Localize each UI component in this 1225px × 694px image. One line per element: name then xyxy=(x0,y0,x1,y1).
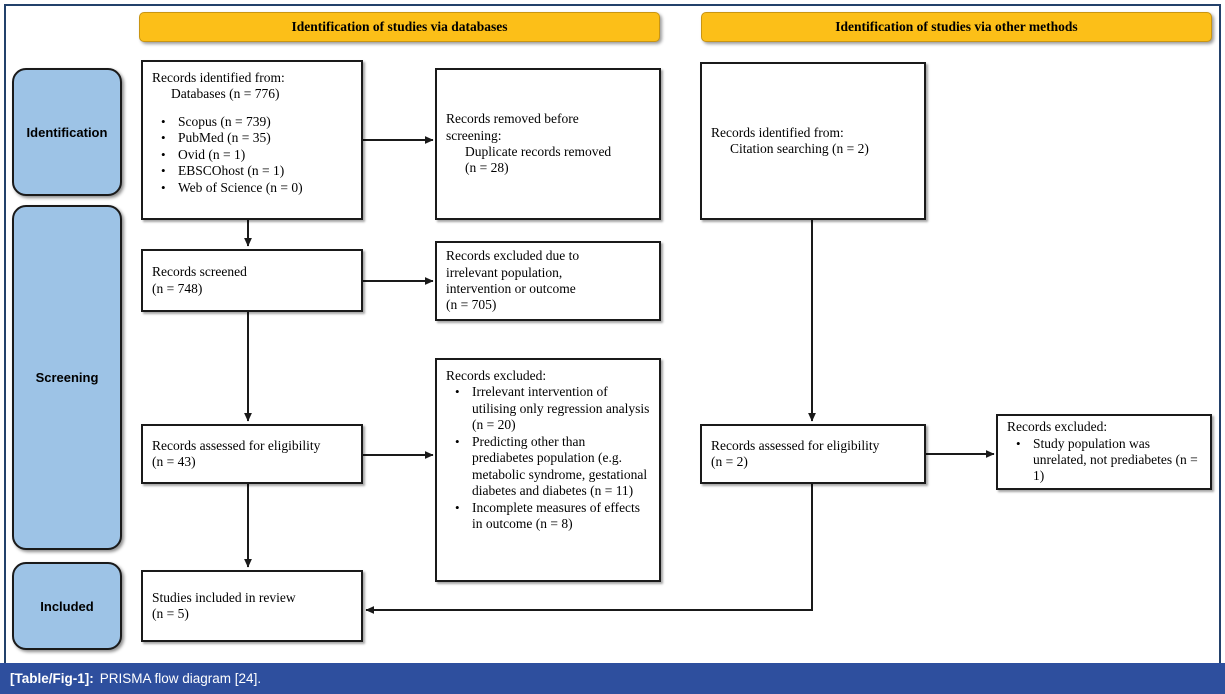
list-item: Study population was unrelated, not pred… xyxy=(1007,436,1201,485)
figure-caption: [Table/Fig-1]: PRISMA flow diagram [24]. xyxy=(0,663,1225,694)
duplicate-records-count: (n = 28) xyxy=(465,160,509,176)
box-studies-included-in-review: Studies included in review (n = 5) xyxy=(141,570,363,642)
eligibility-other-count: (n = 2) xyxy=(711,454,748,469)
eligibility-db-count: (n = 43) xyxy=(152,454,196,469)
records-identified-heading: Records identified from: xyxy=(152,70,285,85)
banner-identification-databases: Identification of studies via databases xyxy=(139,12,660,42)
caption-label: [Table/Fig-1]: xyxy=(10,671,94,686)
caption-text: PRISMA flow diagram [24]. xyxy=(99,671,262,686)
eligibility-db-label: Records assessed for eligibility xyxy=(152,437,321,453)
box-records-assessed-eligibility-databases: Records assessed for eligibility (n = 43… xyxy=(141,424,363,484)
box-records-identified-databases: Records identified from: Databases (n = … xyxy=(141,60,363,220)
removed-line-1: Records removed before xyxy=(446,111,579,127)
excluded-eligibility-reason-list: Irrelevant intervention of utilising onl… xyxy=(446,384,650,532)
list-item: Web of Science (n = 0) xyxy=(152,180,352,196)
box-records-screened: Records screened (n = 748) xyxy=(141,249,363,312)
excluded-screening-line-2: irrelevant population, xyxy=(446,264,563,280)
box-records-excluded-screening: Records excluded due to irrelevant popul… xyxy=(435,241,661,321)
box-records-identified-other-methods: Records identified from: Citation search… xyxy=(700,62,926,220)
excluded-screening-line-3: intervention or outcome xyxy=(446,281,576,296)
studies-included-count: (n = 5) xyxy=(152,606,189,621)
list-item: Ovid (n = 1) xyxy=(152,147,352,163)
list-item: Irrelevant intervention of utilising onl… xyxy=(446,384,650,433)
identified-other-heading: Records identified from: xyxy=(711,124,844,140)
removed-line-2: screening: xyxy=(446,127,502,143)
box-records-assessed-eligibility-other: Records assessed for eligibility (n = 2) xyxy=(700,424,926,484)
box-records-excluded-other: Records excluded: Study population was u… xyxy=(996,414,1212,490)
records-identified-databases-count: Databases (n = 776) xyxy=(171,86,280,102)
eligibility-other-label: Records assessed for eligibility xyxy=(711,437,880,453)
list-item: Predicting other than prediabetes popula… xyxy=(446,434,650,500)
records-screened-count: (n = 748) xyxy=(152,280,203,296)
records-screened-label: Records screened xyxy=(152,264,247,280)
stage-label-included: Included xyxy=(12,562,122,650)
list-item: Incomplete measures of effects in outcom… xyxy=(446,500,650,533)
list-item: EBSCOhost (n = 1) xyxy=(152,163,352,179)
excluded-other-reason-list: Study population was unrelated, not pred… xyxy=(1007,436,1201,485)
citation-searching-count: Citation searching (n = 2) xyxy=(730,141,869,156)
excluded-screening-count: (n = 705) xyxy=(446,297,497,313)
banner-identification-other-methods: Identification of studies via other meth… xyxy=(701,12,1212,42)
excluded-eligibility-heading: Records excluded: xyxy=(446,368,547,383)
stage-label-screening: Screening xyxy=(12,205,122,550)
duplicate-records-removed: Duplicate records removed xyxy=(465,144,612,159)
stage-label-identification: Identification xyxy=(12,68,122,196)
database-source-list: Scopus (n = 739) PubMed (n = 35) Ovid (n… xyxy=(152,114,352,196)
excluded-screening-line-1: Records excluded due to xyxy=(446,248,580,264)
studies-included-label: Studies included in review xyxy=(152,589,296,605)
list-item: PubMed (n = 35) xyxy=(152,130,352,146)
list-item: Scopus (n = 739) xyxy=(152,114,352,130)
box-records-excluded-eligibility: Records excluded: Irrelevant interventio… xyxy=(435,358,661,582)
box-records-removed-before-screening: Records removed before screening: Duplic… xyxy=(435,68,661,220)
excluded-other-heading: Records excluded: xyxy=(1007,419,1108,435)
